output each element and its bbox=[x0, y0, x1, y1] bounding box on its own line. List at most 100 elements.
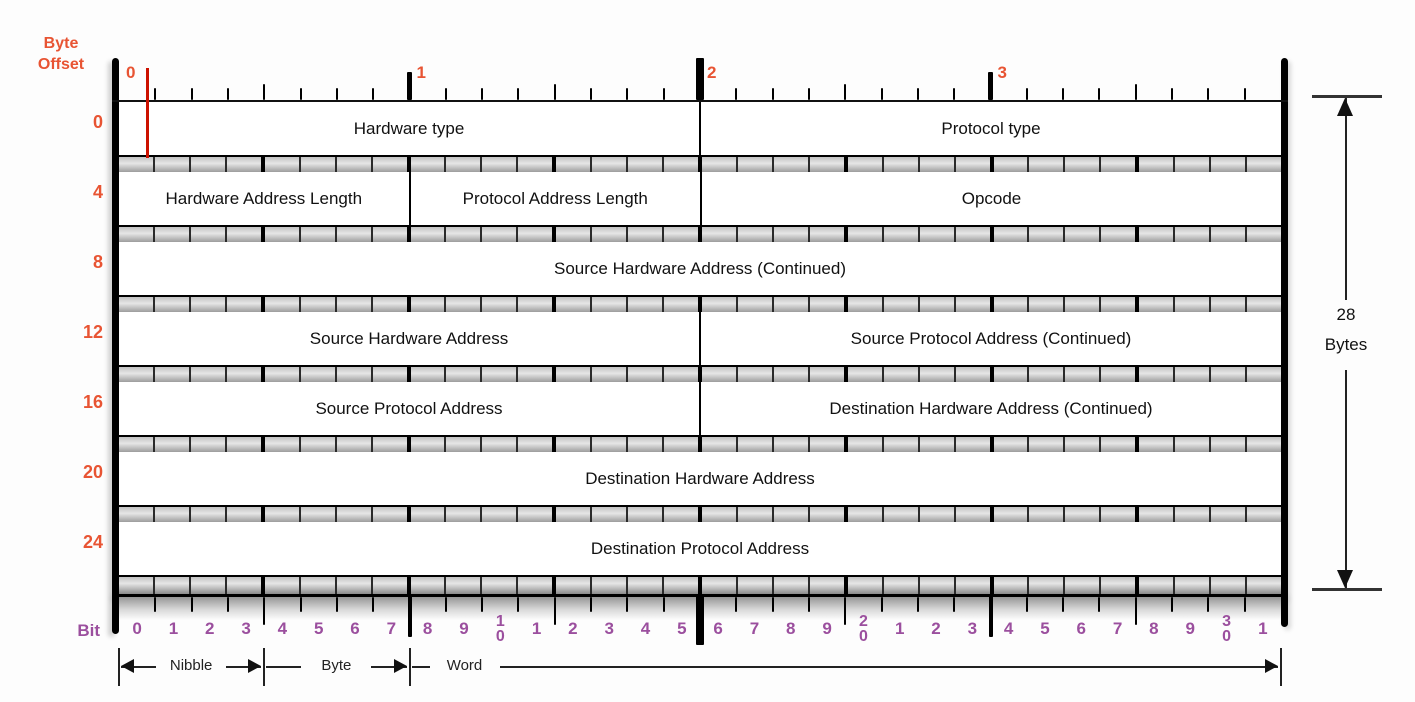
separator-cell bbox=[955, 437, 994, 454]
separator-cell bbox=[372, 297, 411, 314]
separator-cell bbox=[446, 297, 483, 314]
separator-bar bbox=[119, 575, 1281, 596]
top-ruler-tick bbox=[481, 88, 484, 100]
separator-cell bbox=[628, 157, 665, 174]
separator-cell bbox=[702, 437, 738, 454]
separator-cell bbox=[664, 297, 702, 314]
separator-cell bbox=[773, 507, 810, 524]
separator-cell bbox=[518, 437, 557, 454]
separator-cell bbox=[919, 157, 956, 174]
bottom-ruler-tick bbox=[696, 592, 704, 645]
separator-cell bbox=[336, 507, 373, 524]
separator-cell bbox=[955, 507, 994, 524]
table-right-edge bbox=[1281, 58, 1288, 627]
separator-cell bbox=[1139, 297, 1176, 314]
bottom-ruler-tick bbox=[916, 597, 919, 612]
separator-cell bbox=[482, 507, 519, 524]
bit-number: 9 bbox=[459, 619, 469, 638]
arrow-right-icon bbox=[393, 659, 407, 673]
separator-cell bbox=[482, 227, 519, 244]
size-measure-line-top bbox=[1345, 98, 1347, 300]
top-ruler-tick bbox=[1207, 88, 1210, 100]
separator-cell bbox=[410, 157, 447, 174]
bottom-ruler-tick bbox=[807, 597, 810, 612]
separator-cell bbox=[372, 157, 411, 174]
separator-cell bbox=[556, 367, 593, 384]
scale-delimiter-bar bbox=[408, 648, 411, 686]
top-ruler-tick bbox=[626, 88, 629, 100]
byte-offset-value: 24 bbox=[82, 532, 103, 552]
separator-cell bbox=[518, 227, 557, 244]
scale-label: Byte bbox=[301, 657, 372, 675]
separator-cell bbox=[1175, 227, 1212, 244]
separator-cell bbox=[119, 367, 155, 384]
separator-cell bbox=[809, 157, 848, 174]
separator-cell bbox=[518, 367, 557, 384]
separator-cell bbox=[1175, 577, 1212, 594]
separator-cell bbox=[1139, 507, 1176, 524]
size-measure-bottom-cap bbox=[1312, 588, 1382, 591]
separator-cell bbox=[1139, 437, 1176, 454]
separator-cell bbox=[847, 157, 884, 174]
separator-cell bbox=[955, 577, 994, 594]
bit-cursor-marker bbox=[146, 68, 150, 158]
bottom-ruler-tick bbox=[299, 597, 302, 612]
separator-cell bbox=[264, 507, 301, 524]
separator-cell bbox=[773, 577, 810, 594]
separator-cell bbox=[883, 297, 920, 314]
separator-cell bbox=[154, 437, 191, 454]
separator-cell bbox=[592, 157, 629, 174]
separator-cell bbox=[1101, 577, 1140, 594]
separator-cell bbox=[154, 367, 191, 384]
bottom-ruler-tick bbox=[335, 597, 338, 612]
bottom-ruler-tick bbox=[1243, 597, 1246, 612]
top-ruler-tick bbox=[226, 88, 229, 100]
separator-cell bbox=[1101, 227, 1140, 244]
separator-cell bbox=[702, 577, 738, 594]
bit-number: 7 bbox=[1112, 619, 1123, 638]
separator-cell bbox=[1247, 157, 1281, 174]
separator-cell bbox=[702, 367, 738, 384]
separator-cell bbox=[410, 577, 447, 594]
separator-cell bbox=[1029, 227, 1066, 244]
separator-cell bbox=[1029, 437, 1066, 454]
separator-cell bbox=[592, 577, 629, 594]
separator-cell bbox=[410, 297, 447, 314]
separator-cell bbox=[372, 227, 411, 244]
separator-cell bbox=[1175, 367, 1212, 384]
bottom-ruler-tick bbox=[626, 597, 629, 612]
separator-cell bbox=[702, 297, 738, 314]
top-ruler-tick bbox=[372, 88, 375, 100]
top-ruler-baseline bbox=[112, 100, 1288, 102]
separator-cell bbox=[556, 577, 593, 594]
separator-cell bbox=[300, 367, 337, 384]
bit-number: 3 bbox=[967, 619, 978, 638]
separator-cell bbox=[1247, 367, 1281, 384]
separator-cell bbox=[518, 297, 557, 314]
top-ruler-tick bbox=[1243, 88, 1246, 100]
separator-cell bbox=[883, 507, 920, 524]
separator-cell bbox=[1139, 157, 1176, 174]
separator-cell bbox=[993, 507, 1030, 524]
separator-cell bbox=[1175, 437, 1212, 454]
bottom-ruler-tick bbox=[553, 597, 556, 625]
separator-cell bbox=[1211, 507, 1248, 524]
separator-cell bbox=[518, 507, 557, 524]
separator-cell bbox=[410, 227, 447, 244]
separator-cell bbox=[1101, 157, 1140, 174]
scale-delimiter-bar bbox=[263, 648, 266, 686]
bottom-ruler-tick bbox=[953, 597, 956, 612]
separator-bar bbox=[119, 435, 1281, 456]
field-cell: Source Hardware Address (Continued) bbox=[554, 258, 846, 278]
separator-cell bbox=[702, 157, 738, 174]
byte-offset-value: 16 bbox=[82, 392, 103, 412]
separator-cell bbox=[226, 297, 265, 314]
field-cell: Destination Hardware Address (Continued) bbox=[829, 398, 1153, 418]
field-cell: Source Hardware Address bbox=[119, 312, 701, 365]
top-ruler-tick bbox=[299, 88, 302, 100]
